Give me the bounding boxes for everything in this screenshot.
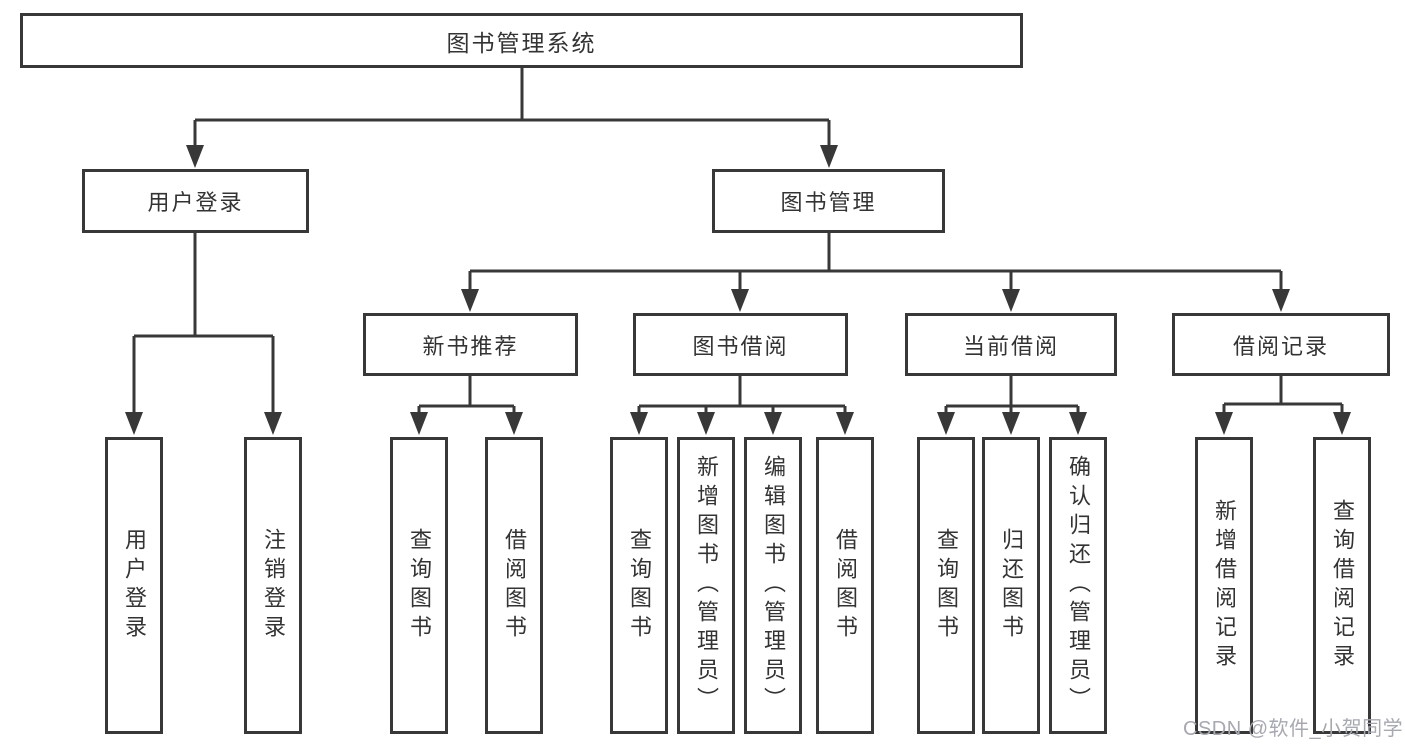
node-label: 用户登录 <box>122 527 147 644</box>
node-label: 当前借阅 <box>962 333 1059 359</box>
node-label: 借阅图书 <box>833 527 858 644</box>
node-label: 查询图书 <box>627 527 652 644</box>
node-new-book-recommendation: 新书推荐 <box>363 313 578 376</box>
node-label: 新增借阅记录 <box>1212 498 1237 673</box>
connector-current-borrow-to-children <box>937 376 1087 435</box>
node-label: 借阅图书 <box>502 527 527 644</box>
node-label: 归还图书 <box>999 527 1024 644</box>
node-label: 图书借阅 <box>692 333 789 359</box>
leaf-edit-book-admin: 编辑图书（管理员） <box>744 437 802 734</box>
csdn-watermark: CSDN @软件_小贺同学 <box>1183 718 1404 740</box>
leaf-user-login: 用户登录 <box>105 437 163 734</box>
node-label: 查询图书 <box>407 527 432 644</box>
leaf-add-borrow-record: 新增借阅记录 <box>1195 437 1253 734</box>
node-library-management-system: 图书管理系统 <box>20 13 1023 68</box>
leaf-borrow-books-recommend: 借阅图书 <box>485 437 543 734</box>
leaf-search-books-borrowing: 查询图书 <box>610 437 668 734</box>
leaf-add-book-admin: 新增图书（管理员） <box>677 437 735 734</box>
node-label: 图书管理系统 <box>446 29 597 56</box>
node-label: 确认归还（管理员） <box>1066 455 1091 716</box>
node-user-login: 用户登录 <box>82 169 309 233</box>
node-label: 用户登录 <box>147 190 244 215</box>
leaf-return-book: 归还图书 <box>982 437 1040 734</box>
connector-new-book-to-children <box>410 376 523 435</box>
leaf-logout: 注销登录 <box>244 437 302 734</box>
connector-book-borrow-to-children <box>630 376 854 435</box>
node-label: 编辑图书（管理员） <box>761 455 786 716</box>
node-label: 图书管理 <box>780 190 877 215</box>
node-book-borrowing: 图书借阅 <box>633 313 848 376</box>
node-label: 新增图书（管理员） <box>694 455 719 716</box>
leaf-search-books-recommend: 查询图书 <box>390 437 448 734</box>
node-borrowing-records: 借阅记录 <box>1172 313 1390 376</box>
node-label: 查询借阅记录 <box>1330 498 1355 673</box>
node-label: 查询图书 <box>934 527 959 644</box>
connector-root-to-level2 <box>186 68 838 168</box>
node-label: 借阅记录 <box>1232 333 1329 359</box>
leaf-confirm-return-admin: 确认归还（管理员） <box>1049 437 1107 734</box>
node-label: 注销登录 <box>261 527 286 644</box>
leaf-search-books-current: 查询图书 <box>917 437 975 734</box>
node-current-borrowing: 当前借阅 <box>905 313 1117 376</box>
connector-book-mgmt-to-level3 <box>461 233 1290 312</box>
connector-borrow-records-to-children <box>1215 376 1351 435</box>
connector-user-login-to-children <box>125 233 282 435</box>
node-book-management: 图书管理 <box>712 169 945 233</box>
leaf-search-borrow-record: 查询借阅记录 <box>1313 437 1371 734</box>
node-label: 新书推荐 <box>422 333 519 359</box>
leaf-borrow-books-borrowing: 借阅图书 <box>816 437 874 734</box>
